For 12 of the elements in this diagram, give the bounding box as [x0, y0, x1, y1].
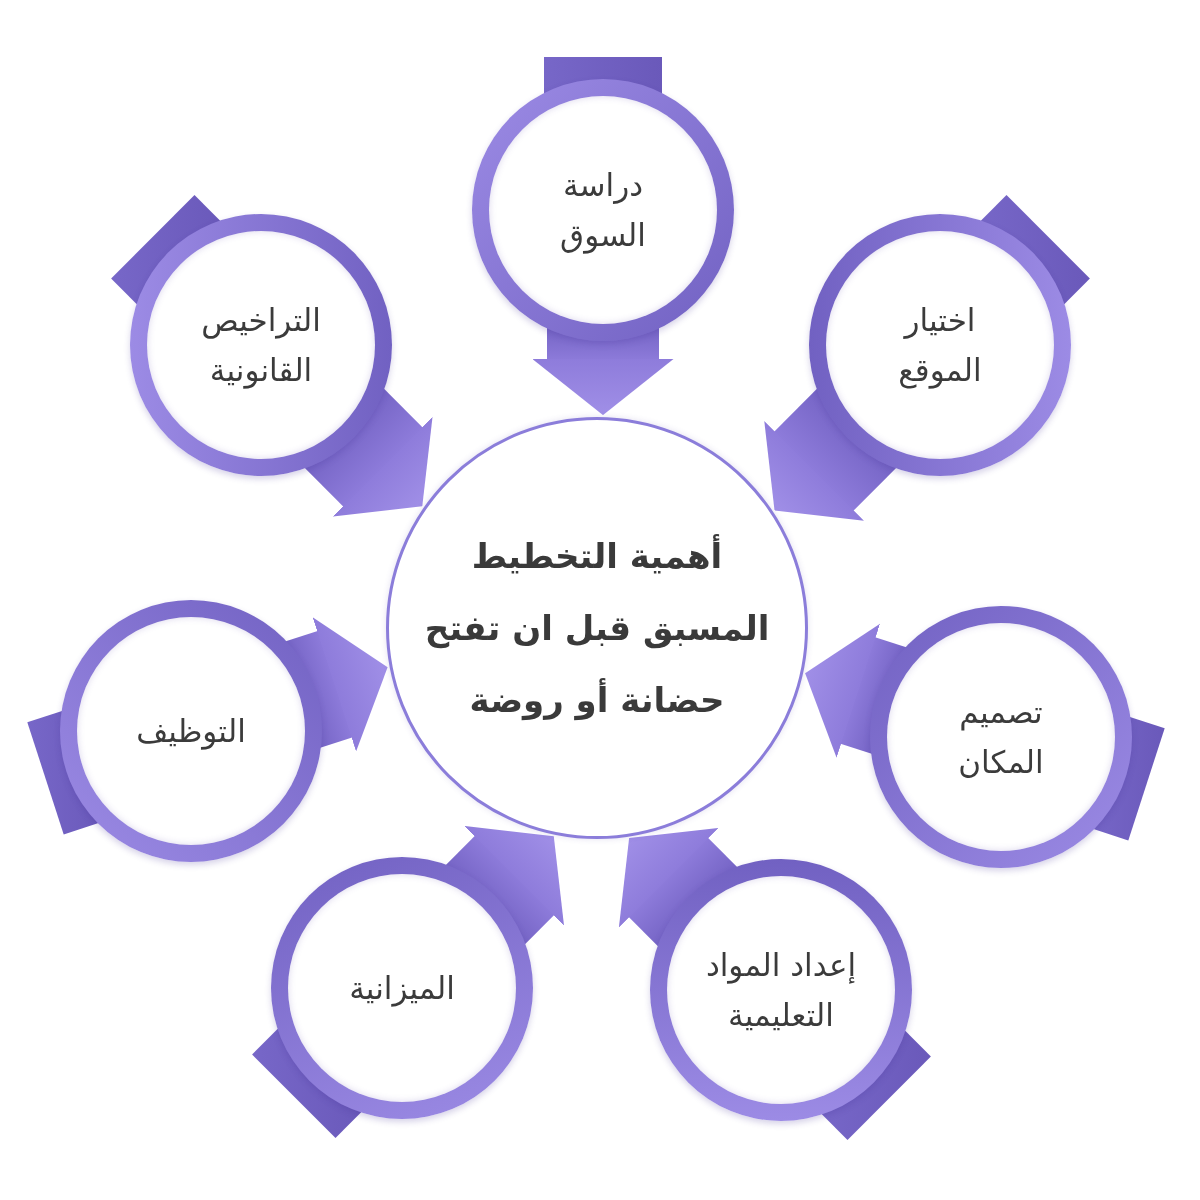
- circle-label: دراسة السوق: [559, 166, 647, 256]
- circle-label: التراخيص القانونية: [200, 301, 322, 391]
- center-label: أهمية التخطيط المسبق قبل ان تفتح حضانة أو روضة: [423, 533, 771, 723]
- circle-label: الميزانية: [349, 969, 455, 1009]
- arrow: [445, 825, 565, 945]
- arrow: [304, 388, 433, 517]
- circle-label: تصميم المكان: [957, 693, 1045, 782]
- circle-label: التوظيف: [136, 712, 246, 752]
- circle-label: اختيار الموقع: [897, 301, 983, 391]
- arrow: [618, 827, 738, 947]
- arrow: [764, 388, 897, 521]
- circle-label: إعداد المواد التعليمية: [704, 946, 858, 1035]
